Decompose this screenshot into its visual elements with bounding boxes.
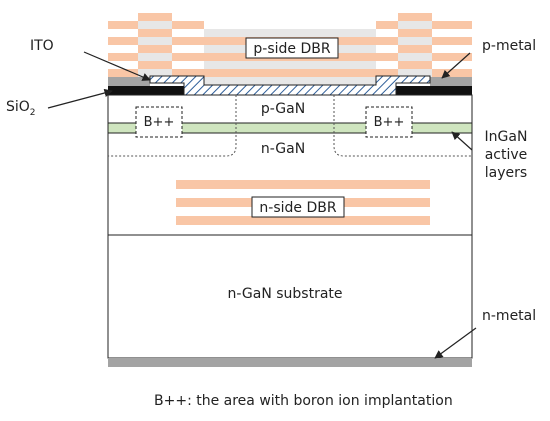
dbr-stripe xyxy=(432,37,472,45)
dbr-stripe xyxy=(138,13,172,21)
sio2-arrow xyxy=(47,88,113,109)
dbr-stripe xyxy=(172,69,204,77)
n-metal-arrow xyxy=(434,327,477,359)
p-metal-right-pad xyxy=(430,77,472,86)
dbr-stripe xyxy=(172,61,204,69)
n-side-dbr-label: n-side DBR xyxy=(259,200,336,216)
dbr-stripe xyxy=(172,29,204,37)
dbr-stripe xyxy=(138,69,172,77)
dbr-stripe xyxy=(108,61,138,69)
dbr-stripe xyxy=(398,29,432,37)
dbr-stripe xyxy=(204,77,376,85)
dbr-stripe xyxy=(176,189,430,198)
p-metal-label: p-metal xyxy=(482,38,536,54)
dbr-stripe xyxy=(398,45,432,53)
dbr-stripe xyxy=(432,29,472,37)
p-gan-label: p-GaN xyxy=(261,101,305,117)
dbr-stripe xyxy=(108,37,138,45)
dbr-stripe xyxy=(398,61,432,69)
dbr-stripe xyxy=(138,45,172,53)
sio2-layer-right xyxy=(396,86,472,95)
ito-arrow xyxy=(83,51,151,81)
dbr-stripe xyxy=(376,21,398,29)
dbr-stripe xyxy=(432,45,472,53)
dbr-stripe xyxy=(138,53,172,61)
dbr-stripe xyxy=(176,180,430,189)
dbr-stripe xyxy=(398,21,432,29)
n-gan-substrate xyxy=(107,234,473,359)
footnote: B++: the area with boron ion implantatio… xyxy=(154,393,453,409)
b-implant-label-left: B++ xyxy=(144,115,175,130)
dbr-stripe xyxy=(138,61,172,69)
p-metal-arrow xyxy=(441,52,471,79)
dbr-stripe xyxy=(432,69,472,77)
n-metal-label: n-metal xyxy=(482,308,536,324)
n-gan-label: n-GaN xyxy=(261,141,305,157)
dbr-stripe xyxy=(376,61,398,69)
sio2-label: SiO2 xyxy=(6,99,36,118)
dbr-stripe xyxy=(176,216,430,225)
dbr-stripe xyxy=(138,37,172,45)
dbr-stripe xyxy=(376,37,398,45)
n-side-dbr-label-box xyxy=(251,196,345,218)
dbr-stripe xyxy=(376,53,398,61)
ingan-label-line2: active xyxy=(485,147,528,163)
dbr-stripe xyxy=(138,21,172,29)
p-side-dbr-label: p-side DBR xyxy=(253,41,330,57)
n-metal-layer xyxy=(108,358,472,367)
dbr-stripe xyxy=(432,53,472,61)
dbr-stripe xyxy=(172,37,204,45)
substrate-label: n-GaN substrate xyxy=(227,286,342,302)
dbr-stripe xyxy=(108,21,138,29)
b-implant-box-left xyxy=(135,106,183,138)
dbr-stripe xyxy=(204,29,376,37)
dbr-stripe xyxy=(398,13,432,21)
dbr-stripe xyxy=(138,29,172,37)
dbr-stripe xyxy=(172,21,204,29)
dbr-stripe xyxy=(172,53,204,61)
dbr-stripe xyxy=(204,69,376,77)
dbr-stripe xyxy=(108,29,138,37)
dbr-stripe xyxy=(108,45,138,53)
dbr-stripe xyxy=(108,69,138,77)
dbr-stripe xyxy=(376,45,398,53)
dbr-stripe xyxy=(398,53,432,61)
dbr-stripe xyxy=(432,61,472,69)
dbr-stripe xyxy=(176,225,430,234)
dbr-stripe xyxy=(376,69,398,77)
dbr-stripe xyxy=(398,37,432,45)
dbr-stripe xyxy=(376,29,398,37)
ingan-arrow xyxy=(451,131,473,151)
sio2-layer-left xyxy=(108,86,184,95)
dbr-stripe xyxy=(108,53,138,61)
ito-label: ITO xyxy=(30,38,54,54)
ingan-label-line1: InGaN xyxy=(485,129,528,145)
p-metal-left-pad xyxy=(108,77,150,86)
dbr-stripe xyxy=(432,21,472,29)
b-implant-box-right xyxy=(365,106,413,138)
dbr-stripe xyxy=(398,69,432,77)
dbr-stripe xyxy=(204,61,376,69)
ingan-label-line3: layers xyxy=(485,165,527,181)
b-implant-label-right: B++ xyxy=(374,115,405,130)
p-side-dbr-label-box xyxy=(245,37,339,59)
dbr-stripe xyxy=(172,45,204,53)
ito-layer xyxy=(149,75,431,96)
